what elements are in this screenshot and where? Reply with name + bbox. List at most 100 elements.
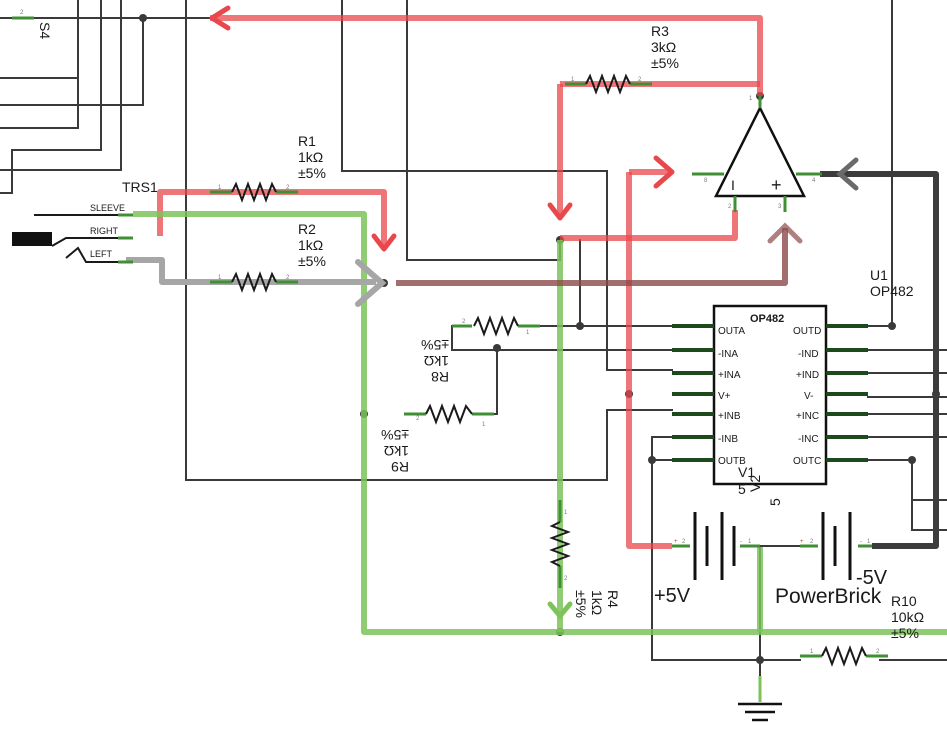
v2-pin2: 2 xyxy=(810,539,814,545)
r9-value: 1kΩ xyxy=(384,443,409,459)
trs1-left-label: LEFT xyxy=(90,249,113,259)
r9-zigzag xyxy=(425,403,473,425)
r3-pin1: 1 xyxy=(571,77,575,83)
r2-tolerance: ±5% xyxy=(298,253,326,269)
u1-pin-outc: OUTC xyxy=(793,456,821,467)
ic-u1: U1 OP482 OP482 OUTA -INA +INA V+ +INB -I… xyxy=(672,267,914,486)
brown-net xyxy=(396,228,788,286)
opamp-pin-4: 4 xyxy=(812,178,816,184)
u1-pin-ina-pos: +INA xyxy=(718,370,741,381)
r4-zigzag xyxy=(549,521,571,567)
trs-jack: TRS1 SLEEVE RIGHT LEFT xyxy=(12,179,158,264)
gray-arrow xyxy=(355,259,387,307)
resistor-r10: 1 2 R10 10kΩ ±5% xyxy=(800,593,924,667)
s4-ref: S4 xyxy=(37,22,53,39)
resistor-r4: 1 2 R4 1kΩ ±5% xyxy=(549,500,621,618)
trs1-ref: TRS1 xyxy=(122,179,158,195)
v2-ref: V2 xyxy=(747,475,763,492)
r10-pin2: 2 xyxy=(876,649,880,655)
r8-pin1: 1 xyxy=(526,330,530,336)
v1-plus: + xyxy=(674,539,678,545)
opamp-body xyxy=(713,105,807,198)
r2-zigzag xyxy=(231,271,277,293)
r10-zigzag xyxy=(821,645,867,667)
powerbrick-label: PowerBrick xyxy=(775,585,882,608)
r3-tolerance: ±5% xyxy=(651,55,679,71)
u1-pin-outa: OUTA xyxy=(718,326,745,337)
u1-ref: U1 xyxy=(870,267,888,283)
v2-plus: + xyxy=(800,539,804,545)
u1-pin-inc-pos: +INC xyxy=(796,411,819,422)
r10-ref: R10 xyxy=(891,593,917,609)
gray-net xyxy=(126,257,376,285)
v1-ref: V1 xyxy=(738,464,755,480)
battery-v1: V1 5 + 2 - 1 +5V xyxy=(654,464,760,607)
green-arrow xyxy=(547,601,573,620)
opamp: I + 1 8 2 3 4 xyxy=(692,96,822,212)
r9-ref: R9 xyxy=(391,459,409,475)
u1-pin-ina-neg: -INA xyxy=(718,349,738,360)
resistor-r8: 2 1 R8 1kΩ ±5% xyxy=(421,315,540,385)
dark-net xyxy=(820,171,939,549)
v1-minus: - xyxy=(740,539,742,545)
r9-tolerance: ±5% xyxy=(381,427,409,443)
r2-pin1: 1 xyxy=(218,275,222,281)
r3-value: 3kΩ xyxy=(651,39,676,55)
switch-s4: 2 S4 xyxy=(12,10,53,39)
brown-arrow xyxy=(767,222,803,244)
v1-pin1: 1 xyxy=(748,539,752,545)
u1-pin-inb-neg: -INB xyxy=(718,434,738,445)
u1-pin-outd: OUTD xyxy=(793,326,821,337)
trs-jack-body xyxy=(12,232,52,246)
opamp-pin-2: 2 xyxy=(728,204,732,210)
r10-pin1: 1 xyxy=(810,649,814,655)
resistor-r1: 1 2 R1 1kΩ ±5% xyxy=(210,133,326,203)
opamp-minus: I xyxy=(731,177,735,193)
u1-pin-inc-neg: -INC xyxy=(798,434,819,445)
ground-symbol xyxy=(738,676,782,722)
r2-value: 1kΩ xyxy=(298,237,323,253)
resistor-r2: 1 2 R2 1kΩ ±5% xyxy=(210,221,326,293)
battery-v2: V2 5 + 2 - 1 -5V xyxy=(747,475,888,589)
v1-label: +5V xyxy=(654,585,691,607)
u1-pin-inb-pos: +INB xyxy=(718,411,741,422)
r10-value: 10kΩ xyxy=(891,609,924,625)
r4-tolerance: ±5% xyxy=(573,590,589,618)
u1-body xyxy=(712,304,828,486)
v1-value: 5 xyxy=(738,481,746,497)
trs-left-lead xyxy=(65,246,133,263)
opamp-pin-8: 8 xyxy=(704,178,708,184)
r1-pin1: 1 xyxy=(218,185,222,191)
r4-ref: R4 xyxy=(605,590,621,608)
r8-tolerance: ±5% xyxy=(421,337,449,353)
r9-pin1: 1 xyxy=(482,422,486,428)
opamp-plus: + xyxy=(771,175,782,195)
r8-pin2: 2 xyxy=(462,319,466,325)
s4-pin: 2 xyxy=(20,10,24,16)
r9-pin2: 2 xyxy=(416,416,420,422)
u1-right-pin-stubs xyxy=(826,324,868,462)
r3-pin2: 2 xyxy=(638,77,642,83)
opamp-pin-3: 3 xyxy=(778,204,782,210)
r2-pin2: 2 xyxy=(286,275,290,281)
v2-minus: - xyxy=(860,539,862,545)
u1-part: OP482 xyxy=(870,283,914,299)
u1-pin-outb: OUTB xyxy=(718,456,746,467)
opamp-pin-out: 1 xyxy=(749,96,753,102)
trs1-right-label: RIGHT xyxy=(90,226,119,236)
v1-pin2: 2 xyxy=(682,539,686,545)
u1-pin-vneg: V- xyxy=(804,391,813,402)
red-arrows xyxy=(209,5,675,252)
r8-ref: R8 xyxy=(431,369,449,385)
u1-pin-ind-neg: -IND xyxy=(798,349,819,360)
v2-label: -5V xyxy=(856,567,888,589)
resistor-r9: 2 1 R9 1kΩ ±5% xyxy=(381,403,494,475)
u1-pin-ind-pos: +IND xyxy=(796,370,819,381)
r8-zigzag xyxy=(473,315,519,337)
r4-pin2: 2 xyxy=(564,576,568,582)
u1-pin-vpos: V+ xyxy=(718,391,731,402)
dark-arrow xyxy=(836,157,859,191)
u1-left-pin-stubs xyxy=(672,324,714,462)
trs1-sleeve-label: SLEEVE xyxy=(90,203,125,213)
